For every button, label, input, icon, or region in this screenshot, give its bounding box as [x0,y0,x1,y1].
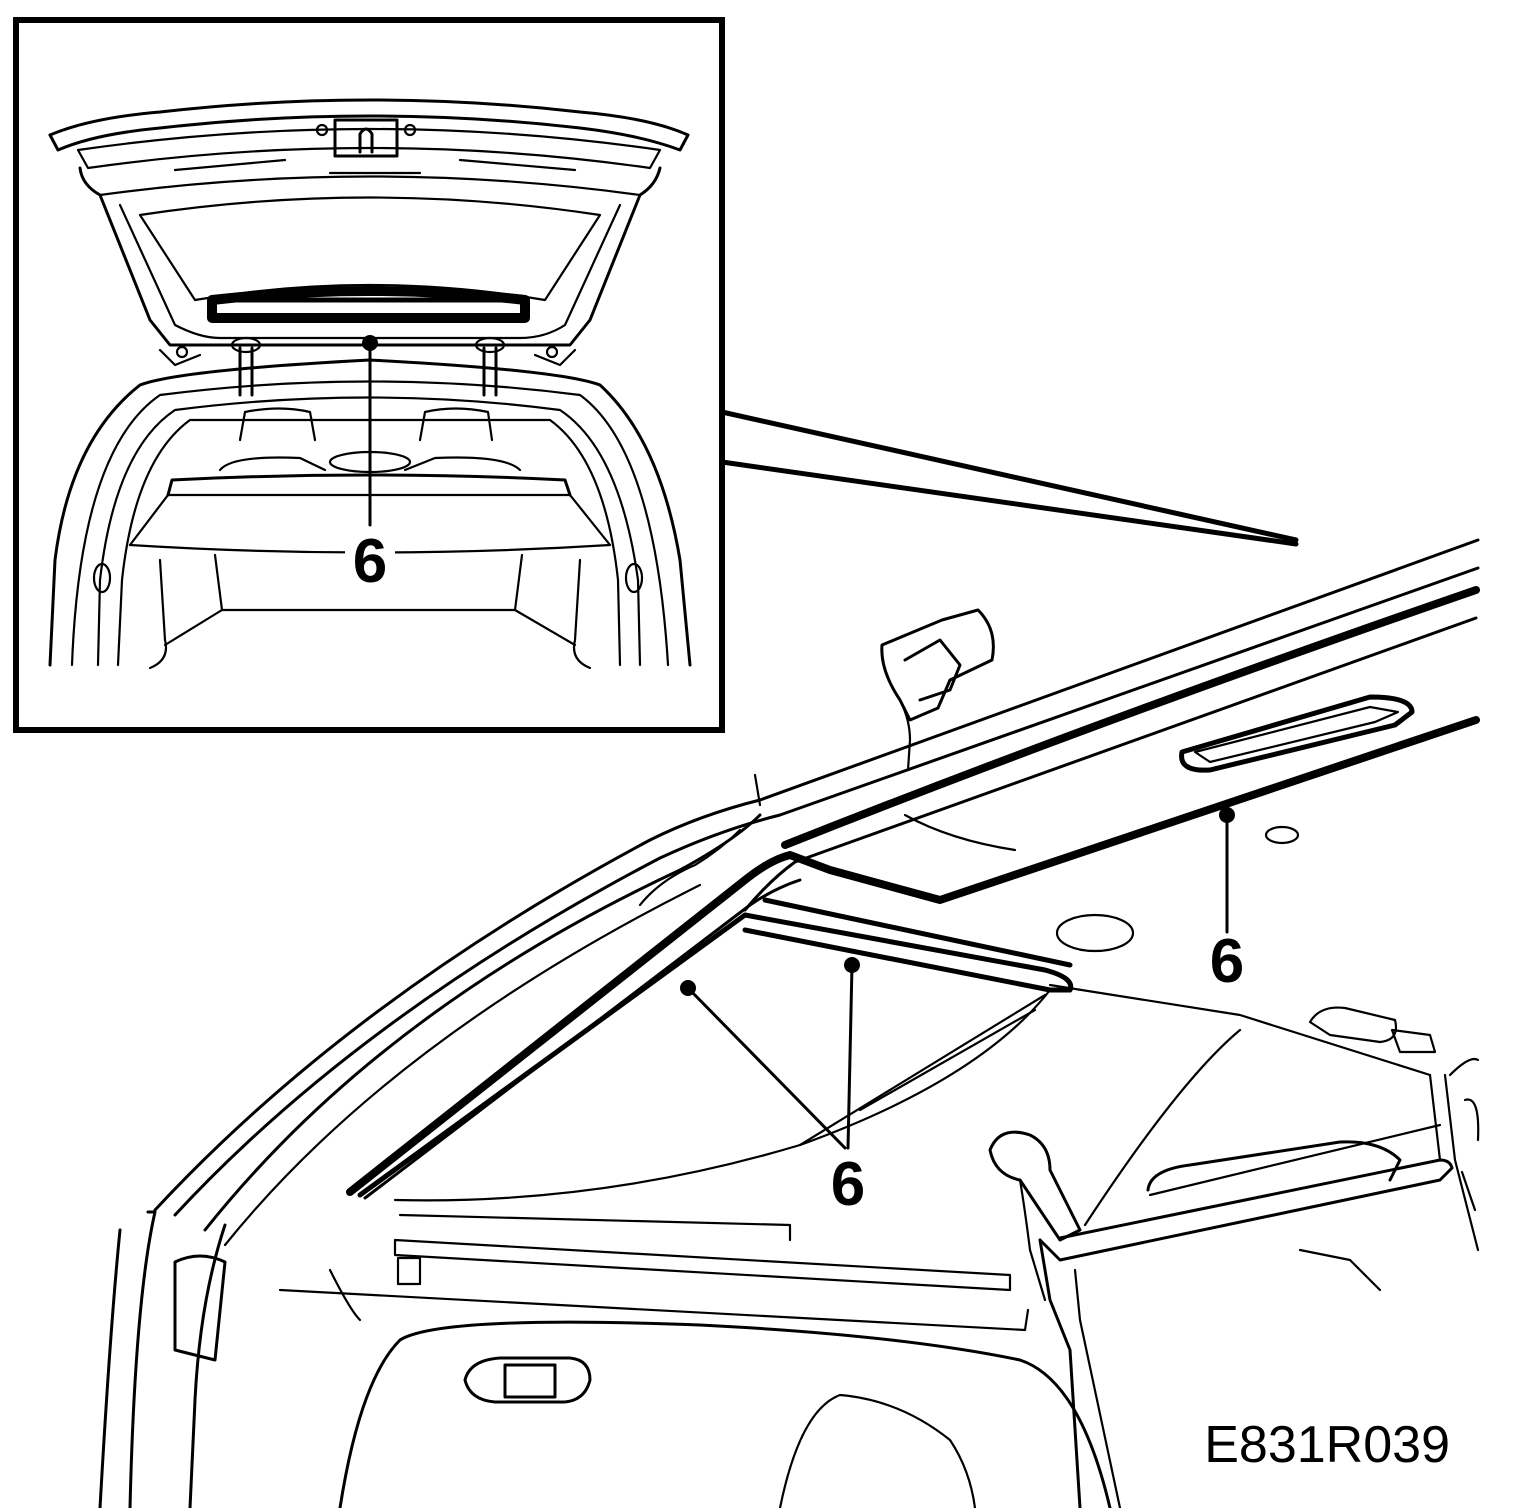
main-detail-view [98,538,1480,1508]
callout-leader-center-right [846,963,854,1150]
main-callout-6-right: 6 [1210,807,1244,996]
main-callout-6-center: 6 [680,957,865,1219]
callout-label-right: 6 [1210,927,1244,996]
inset-tailgate-view [13,17,725,733]
callout-leader-center-left [686,986,847,1150]
inset-callout-6: 6 [345,335,395,596]
inset-callout-label: 6 [353,527,387,596]
callout-label-center: 6 [831,1150,865,1219]
brake-light-housing [1179,694,1415,773]
zoom-wedge [719,409,1299,547]
figure-code: E831R039 [1204,1416,1450,1474]
